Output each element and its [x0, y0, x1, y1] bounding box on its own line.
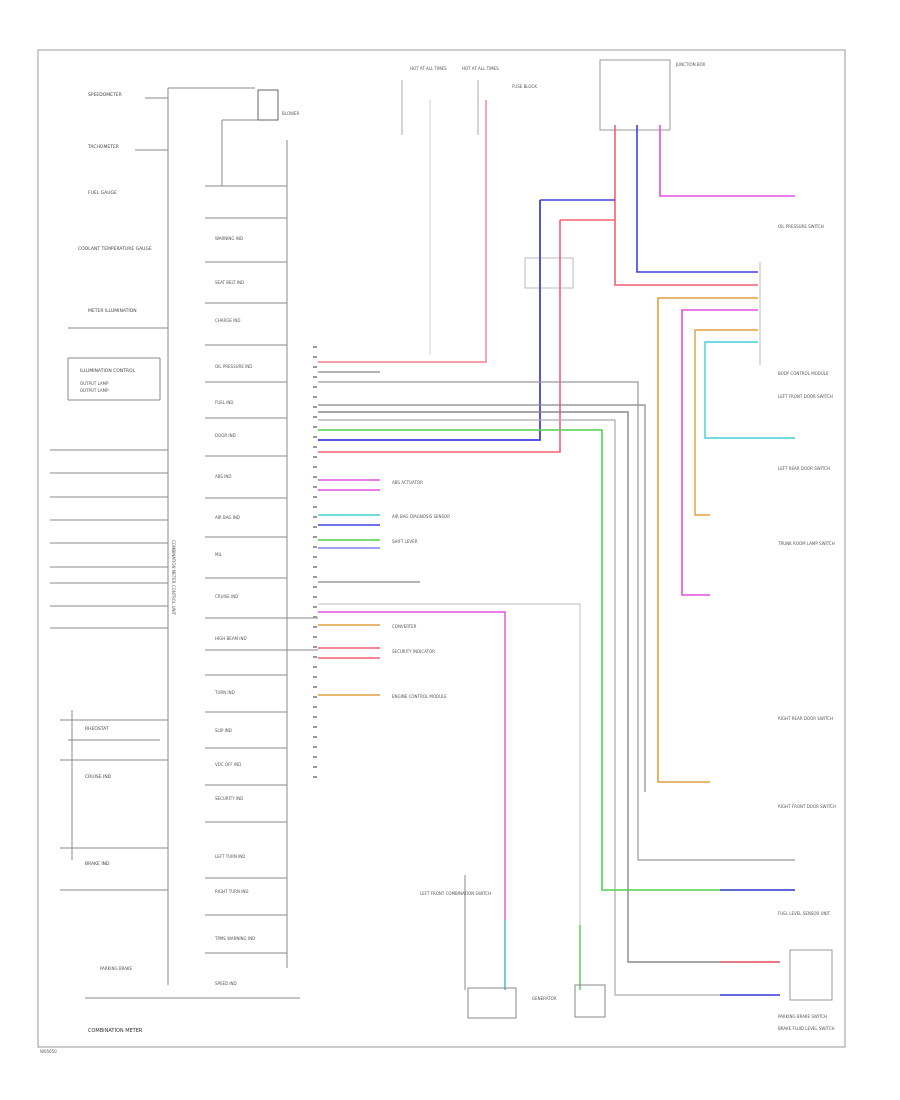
label-speedometer: SPEEDOMETER — [88, 92, 122, 98]
label-fuel-gauge: FUEL GAUGE — [88, 190, 117, 196]
generator-box — [574, 984, 606, 1018]
label-brake-fluid-switch: BRAKE FLUID LEVEL SWITCH — [778, 1026, 835, 1031]
label-brake-ind: BRAKE IND — [85, 861, 110, 867]
fuel-sensor-box — [789, 949, 833, 1001]
label-airbag-sensor: AIR BAG DIAGNOSIS SENSOR — [392, 514, 450, 519]
meter-inner-labels: WARNING IND SEAT BELT IND CHARGE IND OIL… — [214, 236, 255, 986]
feed-wire-pink — [318, 100, 487, 363]
connector-pins — [313, 346, 317, 778]
inner-label-17: TPMS WARNING IND — [214, 936, 255, 941]
label-hot-at-all-times-1: HOT AT ALL TIMES — [410, 66, 447, 71]
wire-orange-right-2 — [694, 329, 758, 516]
label-cruise-ind: CRUISE IND — [85, 774, 112, 780]
wire-grey-long-1 — [318, 381, 795, 861]
mid-component-stubs — [318, 479, 420, 696]
inner-label-10: HIGH BEAM IND — [215, 636, 247, 641]
inner-label-7: AIR BAG IND — [215, 515, 240, 520]
wire-magenta-right — [681, 309, 758, 596]
label-illumination-control: ILLUMINATION CONTROL — [80, 368, 136, 374]
label-output-lamp-1: OUTPUT LAMP — [80, 381, 109, 386]
diagram-frame — [37, 49, 846, 1048]
wire-red-center — [318, 220, 561, 453]
wire-dark-grey-long — [318, 411, 780, 963]
junction-box — [599, 59, 671, 131]
inner-label-13: VDC OFF IND — [215, 762, 241, 767]
label-meter-illumination: METER ILLUMINATION — [88, 308, 137, 314]
wire-magenta-jb — [659, 125, 795, 197]
label-shift-lever: SHIFT LEVER — [392, 539, 418, 544]
wire-orange-right — [657, 297, 758, 783]
meter-internal-bus — [205, 119, 318, 954]
label-left-front-door-switch: LEFT FRONT DOOR SWITCH — [778, 394, 833, 399]
inner-label-11: TURN IND — [214, 690, 235, 695]
wire-grey-long-2 — [318, 404, 646, 792]
label-right-front-door-switch: RIGHT FRONT DOOR SWITCH — [778, 804, 836, 809]
label-parking-brake-switch: PARKING BRAKE SWITCH — [778, 1014, 827, 1019]
inner-label-1: SEAT BELT IND — [215, 280, 244, 285]
label-bcm: BODY CONTROL MODULE — [778, 371, 829, 376]
label-junction-box: JUNCTION BOX — [675, 62, 705, 67]
inner-label-5: DOOR IND — [215, 433, 236, 438]
wire-light-grey-long — [318, 419, 780, 996]
label-output-lamp-2: OUTPUT LAMP — [80, 388, 109, 393]
wire-blue-center — [318, 200, 541, 441]
inner-label-16: RIGHT TURN IND — [215, 889, 248, 894]
label-security-indicator: SECURITY INDICATOR — [392, 649, 435, 654]
footer-id: W05050 — [40, 1049, 57, 1054]
inner-label-14: SECURITY IND — [215, 796, 243, 801]
inner-label-8: MIL — [215, 552, 223, 557]
label-oil-pressure-switch: OIL PRESSURE SWITCH — [778, 224, 824, 229]
label-parking-brake: PARKING BRAKE — [100, 966, 133, 971]
label-coolant-gauge: COOLANT TEMPERATURE GAUGE — [78, 246, 152, 252]
inner-label-3: OIL PRESSURE IND — [215, 364, 252, 369]
label-left-front-combination-switch: LEFT FRONT COMBINATION SWITCH — [420, 891, 491, 896]
center-connector — [524, 257, 574, 289]
wire-white-bottom — [318, 603, 581, 990]
inner-label-0: WARNING IND — [215, 236, 243, 241]
inner-label-6: ABS IND — [215, 474, 231, 479]
inner-label-15: LEFT TURN IND — [215, 854, 245, 859]
label-left-rear-door-switch: LEFT REAR DOOR SWITCH — [778, 466, 830, 471]
inner-label-2: CHARGE IND — [215, 318, 240, 323]
label-right-rear-door-switch: RIGHT REAR DOOR SWITCH — [778, 716, 833, 721]
combination-switch-box — [467, 987, 517, 1019]
wire-green-long — [318, 429, 795, 891]
wire-cyan-right — [704, 341, 795, 439]
label-ecm: ENGINE CONTROL MODULE — [392, 694, 447, 699]
label-fuel-level-sensor: FUEL LEVEL SENSOR UNIT — [778, 911, 831, 916]
wire-magenta-bottom — [318, 611, 506, 990]
label-generator: GENERATOR — [532, 996, 557, 1001]
label-converter: CONVERTER — [392, 624, 417, 629]
inner-label-9: CRUISE IND — [215, 594, 238, 599]
label-fuse-block: FUSE BLOCK — [512, 84, 537, 89]
inner-label-18: SPEED IND — [215, 981, 237, 986]
wire-red-jb — [614, 125, 758, 286]
blower-label: BLOWER — [282, 111, 299, 116]
label-rheostat: RHEOSTAT — [85, 726, 109, 732]
inner-label-12: SLIP IND — [215, 728, 232, 733]
blower-switch-box — [257, 89, 279, 121]
label-meter-control-unit: COMBINATION METER CONTROL UNIT — [171, 540, 176, 616]
label-trunk-switch: TRUNK ROOM LAMP SWITCH — [777, 541, 835, 546]
label-hot-at-all-times-2: HOT AT ALL TIMES — [462, 66, 499, 71]
inner-label-4: FUEL IND — [215, 400, 234, 405]
label-abs-actuator: ABS ACTUATOR — [392, 480, 423, 485]
label-tachometer: TACHOMETER — [87, 144, 119, 150]
wire-blue-jb — [636, 125, 758, 273]
footer-left-label: COMBINATION METER — [88, 1028, 143, 1034]
